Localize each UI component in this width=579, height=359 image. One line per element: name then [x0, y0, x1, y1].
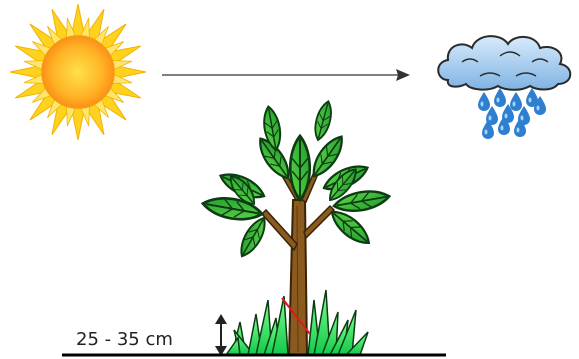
rain-cloud-icon: [438, 36, 570, 139]
arrow-right-icon: [162, 69, 410, 81]
measurement-label: 25 - 35 cm: [76, 329, 173, 350]
sun-icon: [10, 4, 146, 140]
double-arrow-icon: [215, 314, 227, 356]
